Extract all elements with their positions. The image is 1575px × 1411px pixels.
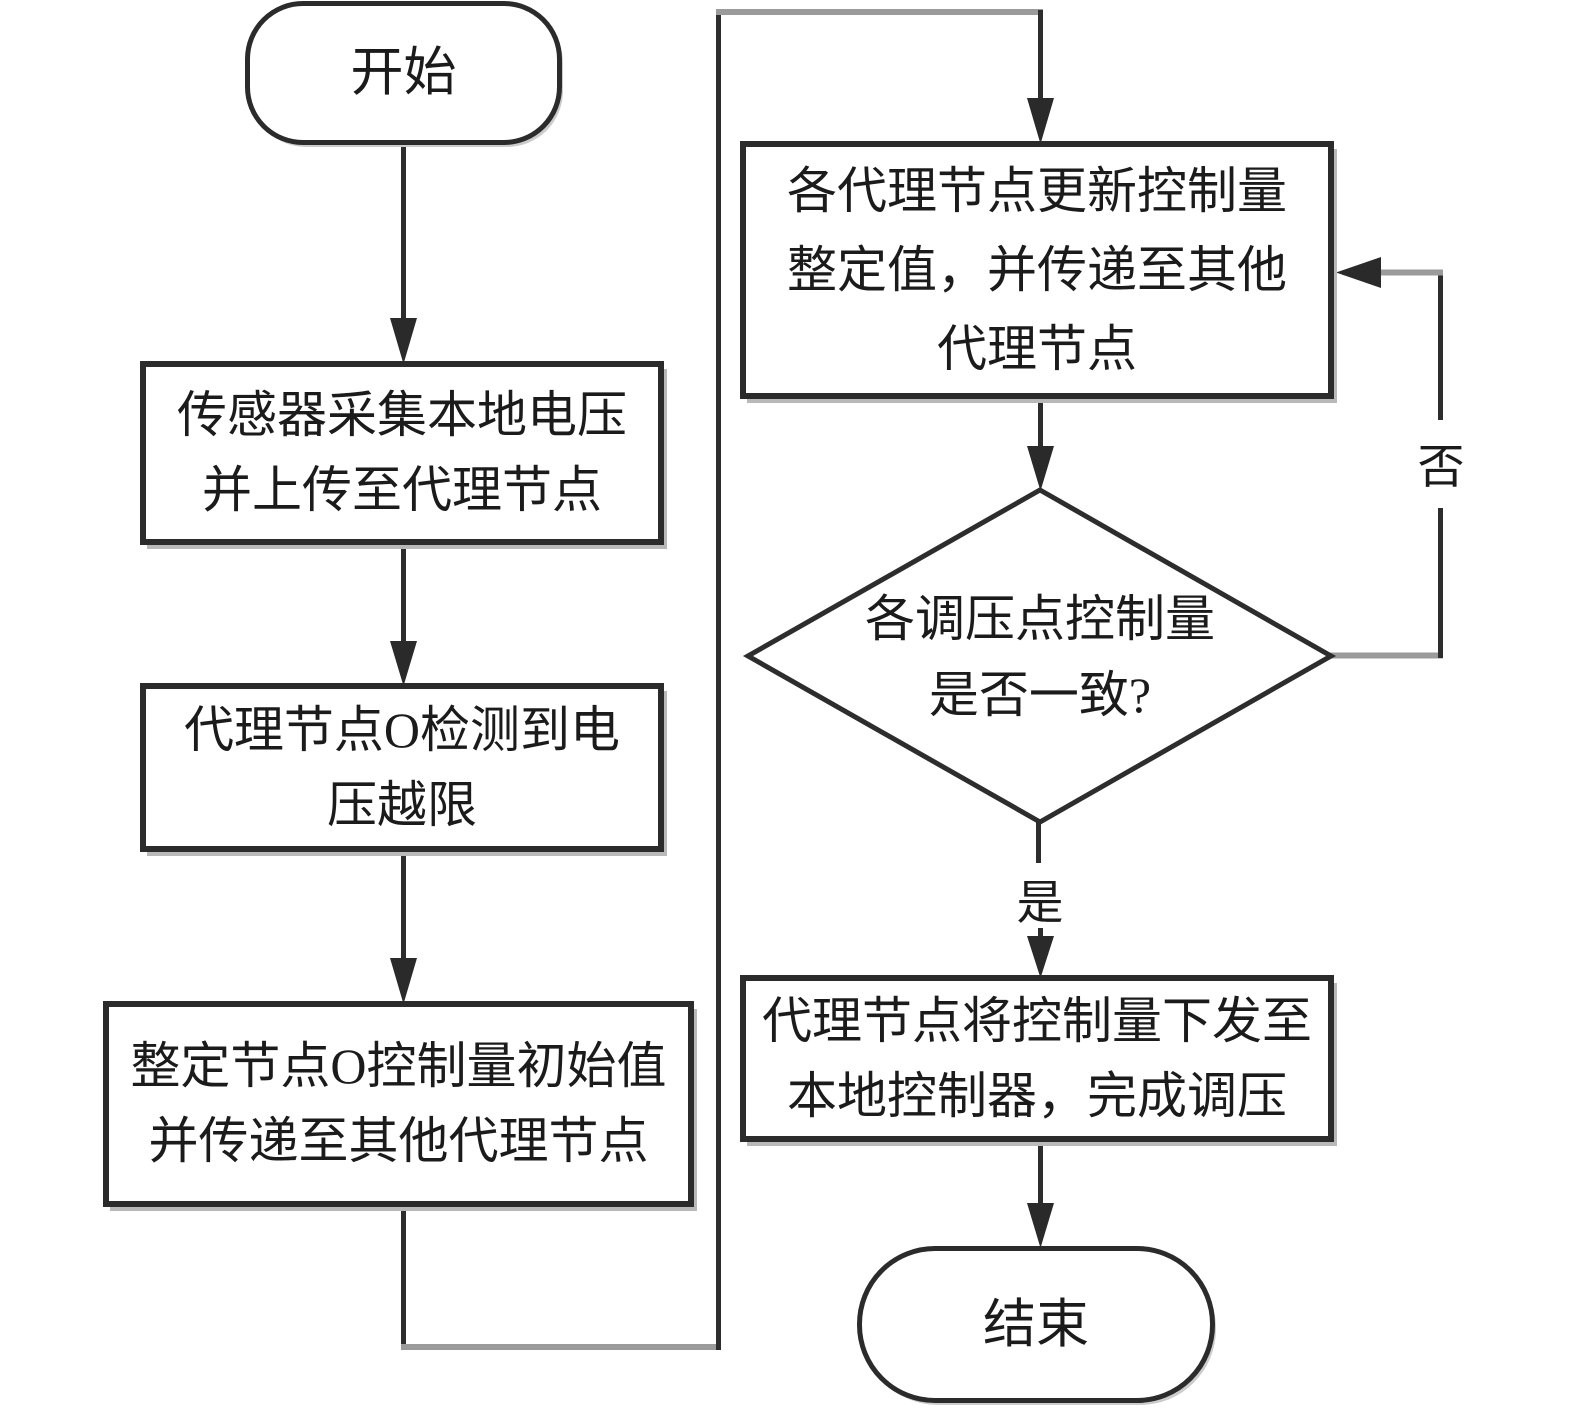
decision-consistency: 各调压点控制量 是否一致? <box>800 574 1280 740</box>
edge-decision-yes <box>1027 822 1054 978</box>
edge-decision-no-loop <box>1328 257 1443 659</box>
process-init-setpoint-line1: 整定节点O控制量初始值 <box>130 1038 667 1094</box>
start-label: 开始 <box>350 44 457 102</box>
edge-update-to-decision <box>1027 397 1054 491</box>
process-init-setpoint: 整定节点O控制量初始值 并传递至其他代理节点 <box>103 1001 694 1207</box>
decision-diamond-shape <box>742 487 1337 825</box>
edge-init-to-update <box>401 9 1054 1350</box>
process-sensor-collect: 传感器采集本地电压 并上传至代理节点 <box>140 361 664 545</box>
decision-consistency-line2: 是否一致? <box>928 667 1152 723</box>
process-init-setpoint-line2: 并传递至其他代理节点 <box>148 1113 649 1169</box>
start-node: 开始 <box>245 1 562 145</box>
process-dispatch-control-line1: 代理节点将控制量下发至 <box>762 992 1312 1049</box>
edge-start-to-sensor <box>390 143 417 364</box>
process-detect-violation: 代理节点O检测到电 压越限 <box>140 683 664 852</box>
edge-detect-to-init <box>390 850 417 1004</box>
edge-dispatch-to-end <box>1027 1140 1054 1248</box>
label-no: 否 <box>1404 434 1478 494</box>
process-update-setpoint-line2: 整定值，并传递至其他 <box>787 241 1287 298</box>
process-update-setpoint-line3: 代理节点 <box>937 320 1137 377</box>
process-detect-violation-line1: 代理节点O检测到电 <box>183 701 621 758</box>
process-dispatch-control: 代理节点将控制量下发至 本地控制器，完成调压 <box>740 975 1334 1142</box>
process-detect-violation-line2: 压越限 <box>327 776 477 833</box>
process-dispatch-control-line2: 本地控制器，完成调压 <box>787 1067 1287 1124</box>
end-label: 结束 <box>983 1295 1089 1354</box>
edge-sensor-to-detect <box>390 543 417 686</box>
process-sensor-collect-line1: 传感器采集本地电压 <box>177 387 627 443</box>
decision-consistency-line1: 各调压点控制量 <box>865 591 1215 647</box>
process-update-setpoint: 各代理节点更新控制量 整定值，并传递至其他 代理节点 <box>740 141 1334 399</box>
process-update-setpoint-line1: 各代理节点更新控制量 <box>787 162 1287 219</box>
process-sensor-collect-line2: 并上传至代理节点 <box>202 462 602 518</box>
end-node: 结束 <box>857 1246 1215 1403</box>
label-yes: 是 <box>1003 870 1077 930</box>
